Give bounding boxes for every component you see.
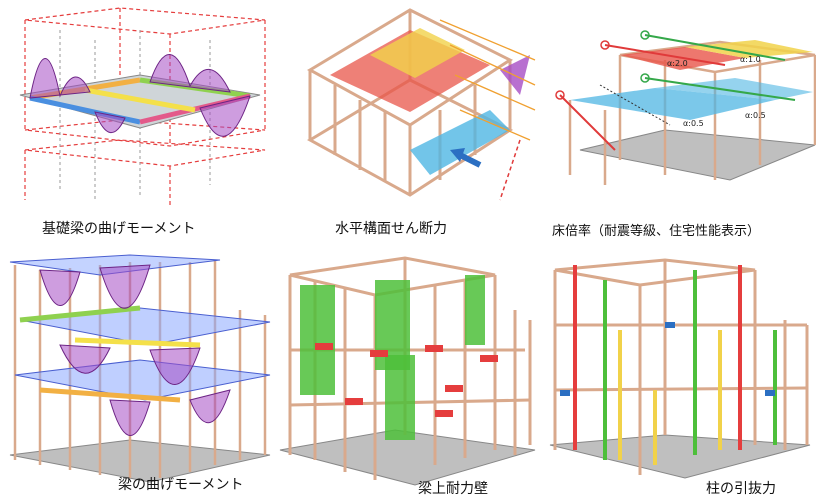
panel-beam-moment	[0, 250, 275, 497]
caption-horizontal-shear: 水平構面せん断力	[335, 221, 447, 237]
panel-horizontal-shear	[290, 0, 540, 210]
caption-foundation-beam-moment: 基礎梁の曲げモーメント	[42, 221, 196, 237]
caption-floor-ratio: 床倍率（耐震等級、住宅性能表示）	[552, 224, 761, 239]
caption-column-uplift: 柱の引抜力	[706, 481, 776, 497]
floor-ratio-label-0-5-b: α:0.5	[745, 111, 766, 120]
column-uplift-diagram	[549, 258, 811, 479]
floor-ratio-diagram: α:2.0 α:1.0 α:0.5 α:0.5	[555, 30, 816, 185]
horizontal-shear-diagram	[306, 8, 536, 201]
caption-bearing-wall-on-beam: 梁上耐力壁	[418, 481, 488, 497]
floor-ratio-label-0-5-a: α:0.5	[683, 119, 704, 128]
caption-beam-moment: 梁の曲げモーメント	[118, 477, 244, 493]
beam-moment-diagram	[9, 254, 271, 483]
bearing-wall-on-beam-diagram	[279, 256, 536, 486]
floor-ratio-label-1-0: α:1.0	[740, 55, 761, 64]
panel-column-uplift	[545, 250, 816, 497]
force-arrow-icon	[458, 152, 482, 168]
floor-ratio-label-2-0: α:2.0	[667, 59, 688, 68]
panel-bearing-wall-on-beam	[275, 250, 540, 497]
foundation-beam-moment-diagram	[19, 7, 266, 205]
panel-floor-ratio: α:2.0 α:1.0 α:0.5 α:0.5	[545, 0, 816, 210]
panel-foundation-beam-moment	[0, 0, 270, 210]
